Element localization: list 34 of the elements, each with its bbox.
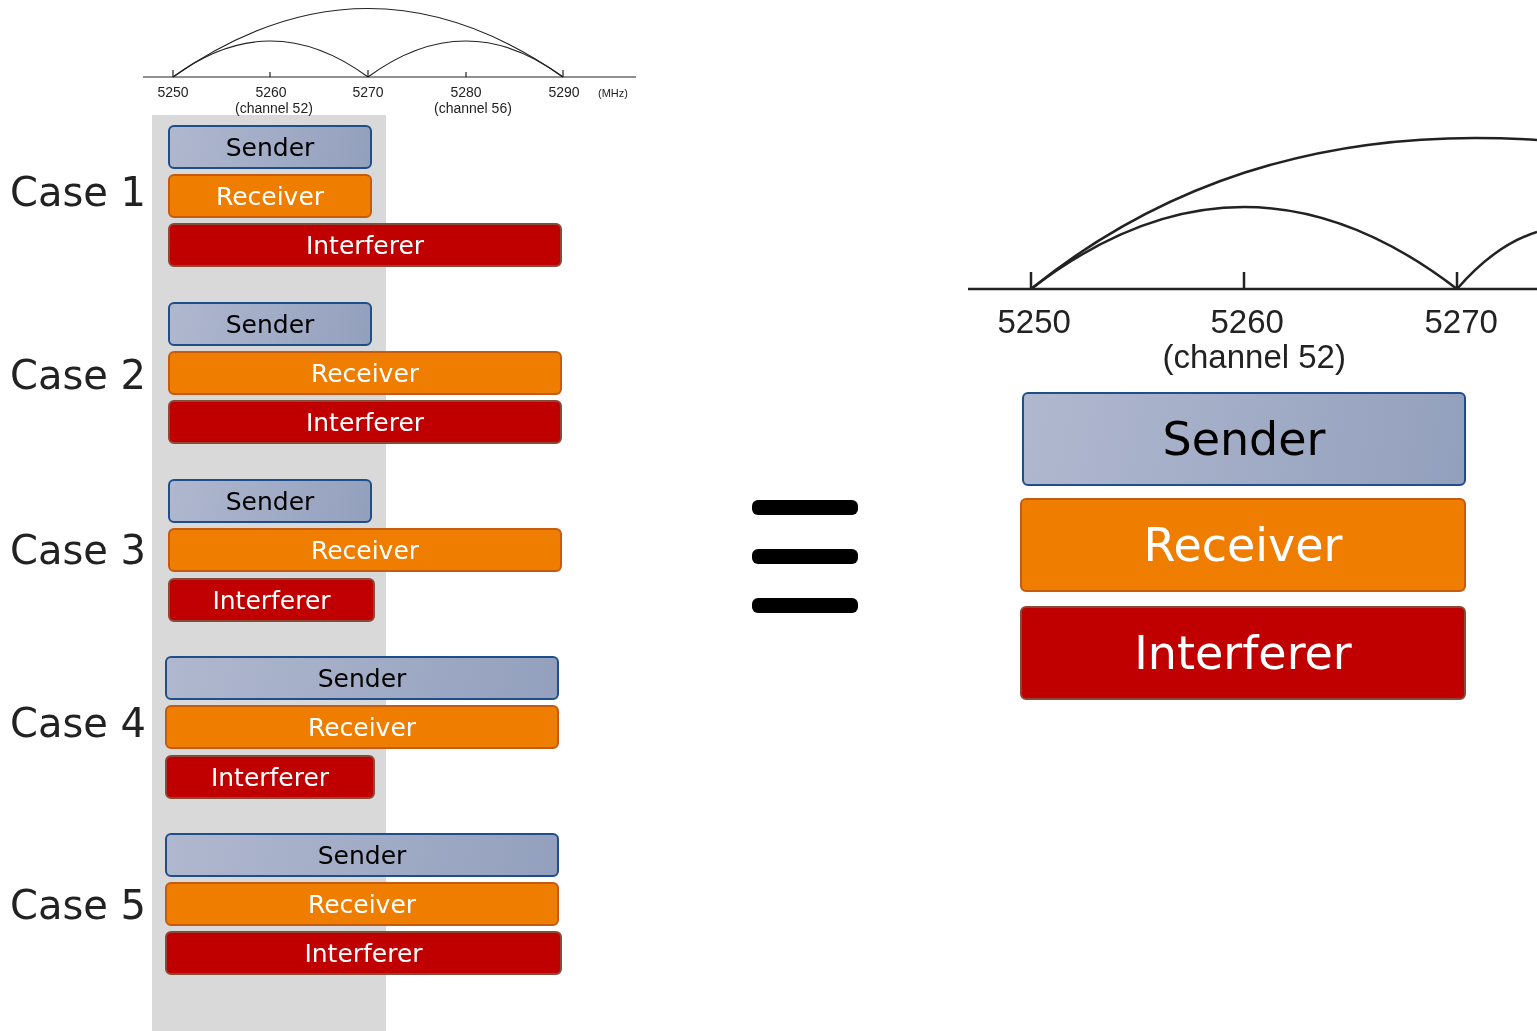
sender-bar: Sender	[168, 125, 372, 169]
tick-label: 5260	[255, 85, 287, 99]
receiver-bar: Receiver	[165, 882, 559, 926]
sender-bar: Sender	[165, 833, 559, 877]
tick-label: (channel 52)	[1162, 340, 1346, 373]
sender-bar: Sender	[165, 656, 559, 700]
interferer-bar: Interferer	[168, 400, 562, 444]
tick-label: 5250	[997, 305, 1071, 338]
case-label: Case 1	[10, 172, 147, 212]
tick-label: 5260	[1210, 305, 1284, 338]
case-label: Case 3	[10, 530, 147, 570]
tick-label: 5250	[157, 85, 189, 99]
interferer-bar: Interferer	[165, 931, 562, 975]
tick-label: 5290	[548, 85, 580, 99]
tick-label: 5270	[1424, 305, 1498, 338]
case-label: Case 4	[10, 703, 147, 743]
interferer-bar: Interferer	[168, 578, 375, 622]
unit-label: (MHz)	[598, 88, 628, 99]
tick-label: 5270	[352, 85, 384, 99]
interferer-bar: Interferer	[165, 755, 375, 799]
sender-bar: Sender	[1022, 392, 1466, 486]
receiver-bar: Receiver	[165, 705, 559, 749]
receiver-bar: Receiver	[168, 528, 562, 572]
sender-bar: Sender	[168, 302, 372, 346]
case-label: Case 5	[10, 885, 147, 925]
interferer-bar: Interferer	[168, 223, 562, 267]
tick-label: (channel 56)	[434, 101, 512, 115]
sender-bar: Sender	[168, 479, 372, 523]
interferer-bar: Interferer	[1020, 606, 1466, 700]
case-label: Case 2	[10, 355, 147, 395]
receiver-bar: Receiver	[168, 351, 562, 395]
receiver-bar: Receiver	[1020, 498, 1466, 592]
tick-label: 5280	[450, 85, 482, 99]
receiver-bar: Receiver	[168, 174, 372, 218]
